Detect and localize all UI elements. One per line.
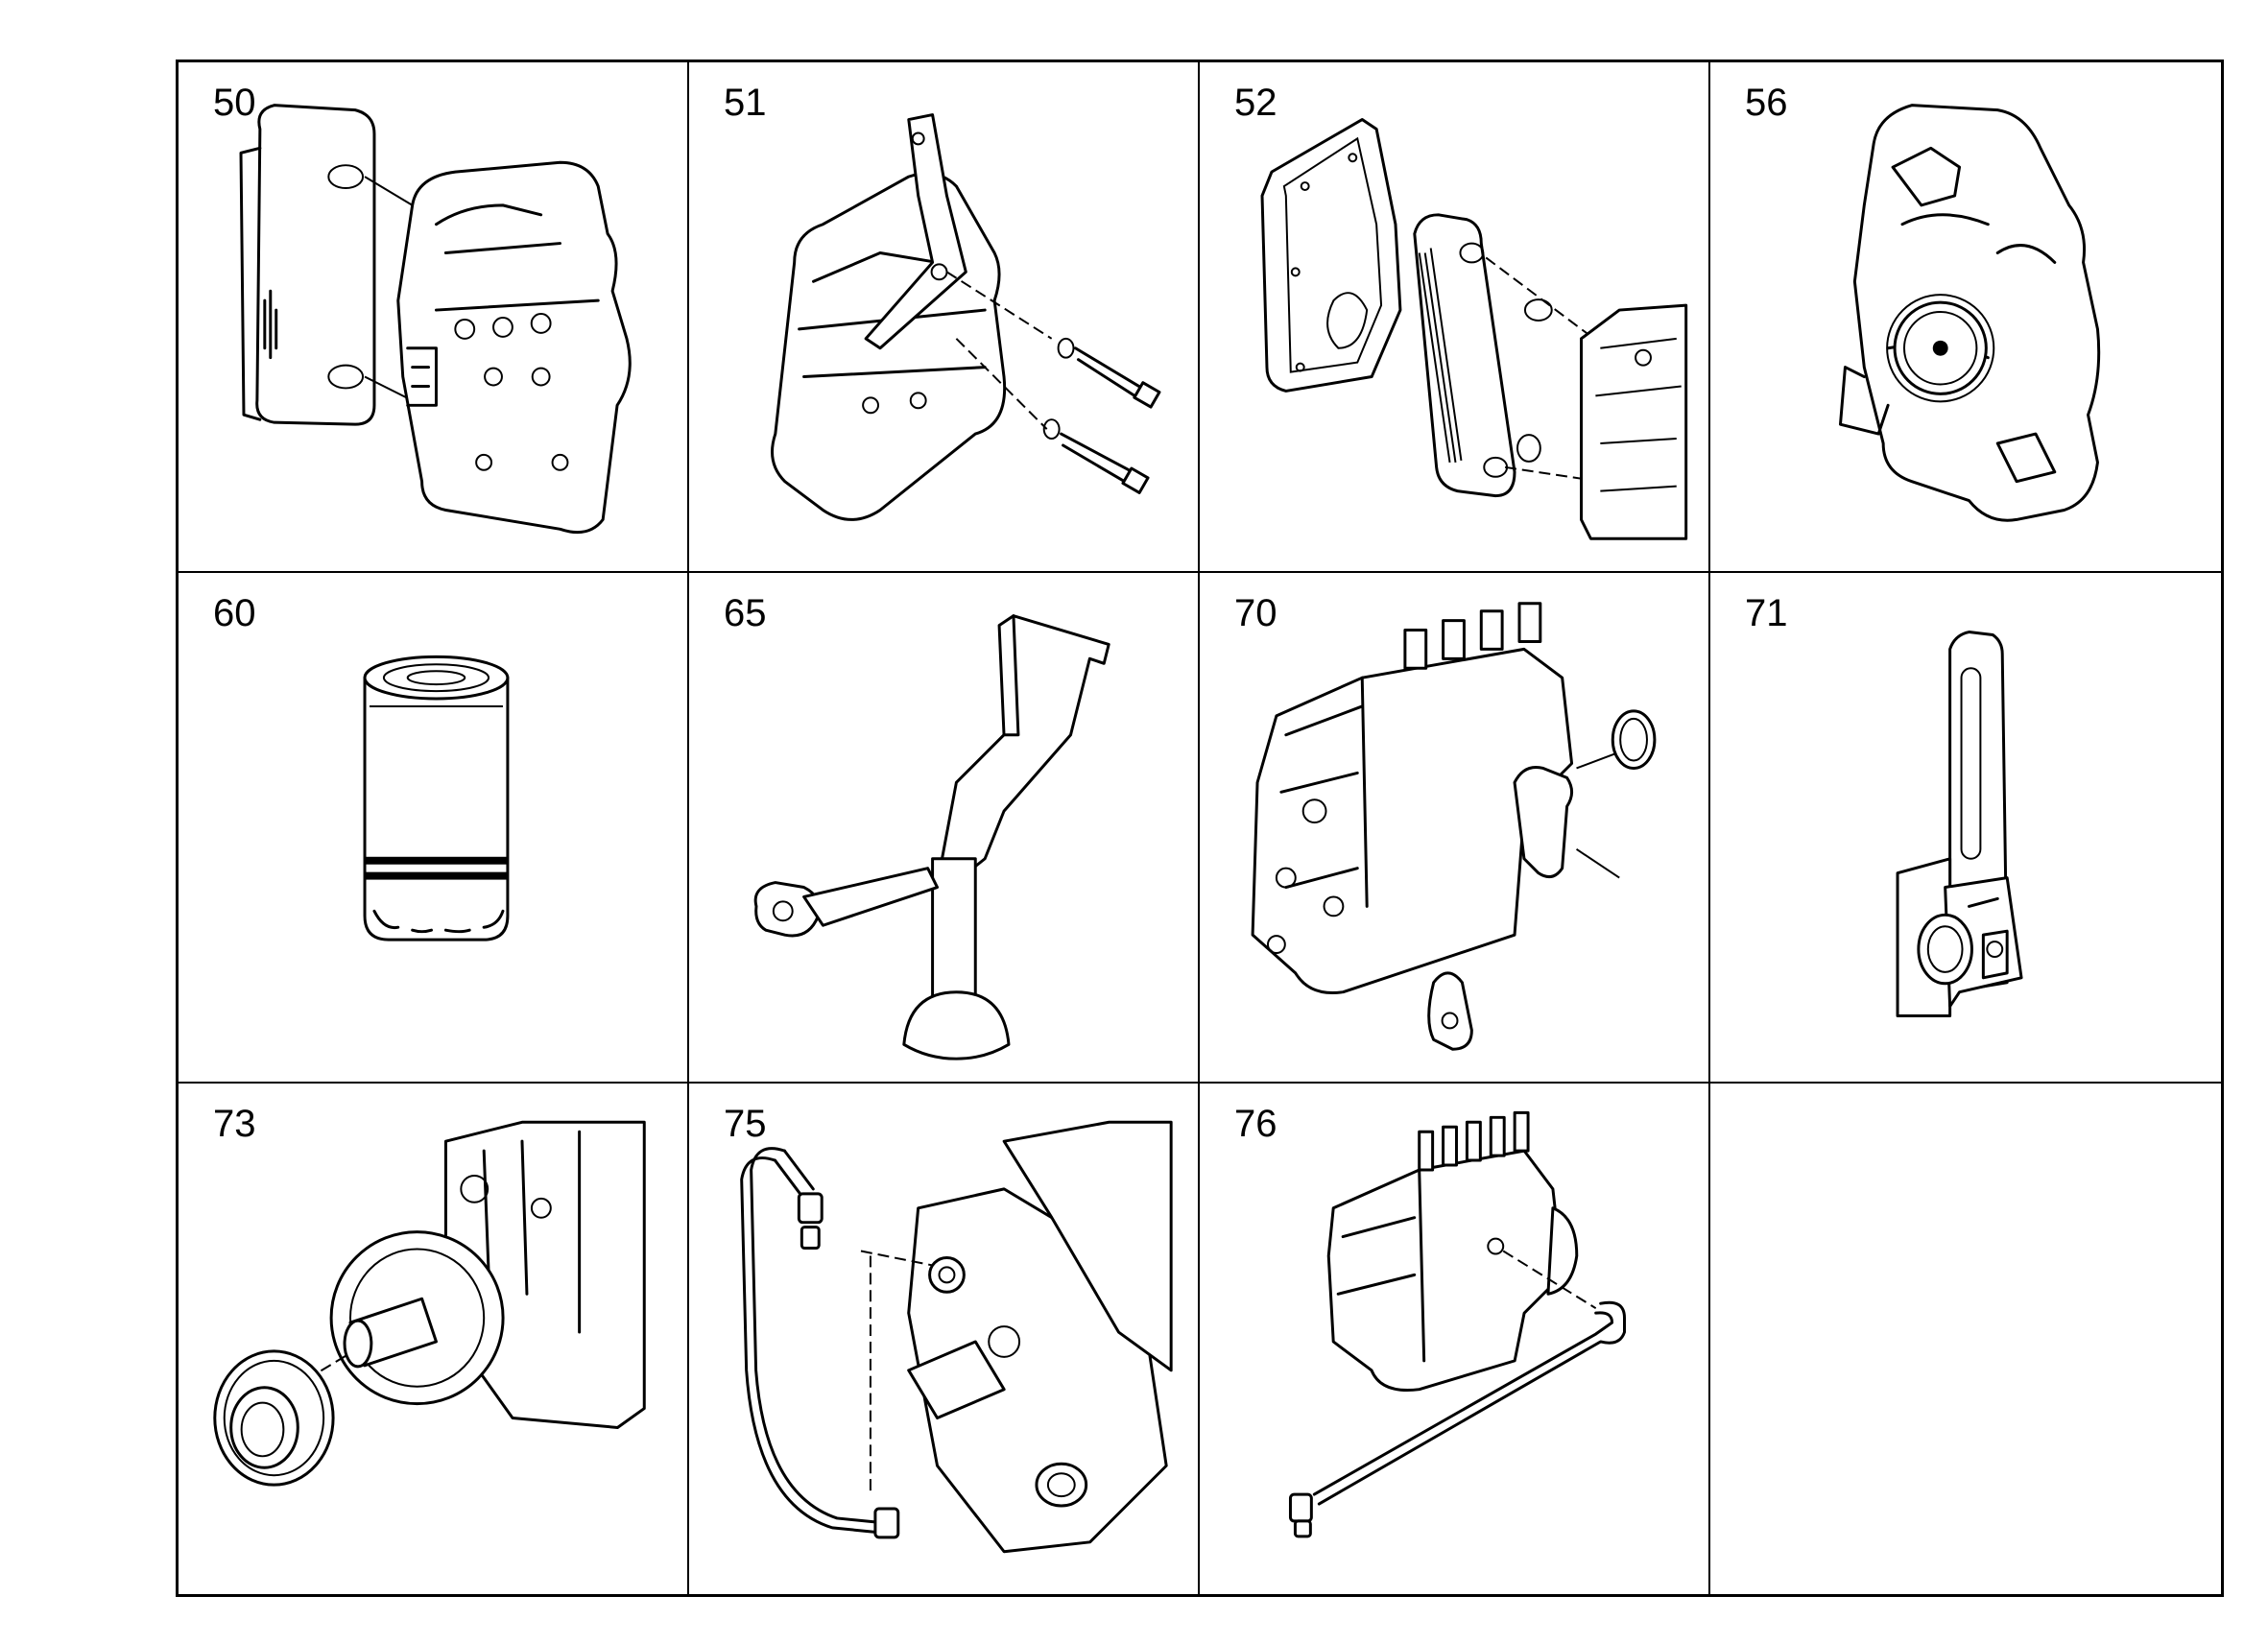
- oil-filter-drawing: [363, 655, 510, 941]
- part-cell-56[interactable]: 56: [1710, 62, 2221, 573]
- part-cell-70[interactable]: 70: [1200, 573, 1710, 1084]
- part-cell-52[interactable]: 52: [1200, 62, 1710, 573]
- part-number: 56: [1745, 82, 1788, 124]
- pump-drive-gear-drawing: [213, 1120, 646, 1487]
- part-cell-73[interactable]: 73: [179, 1084, 689, 1594]
- part-cell-71[interactable]: 71: [1710, 573, 2221, 1084]
- fuel-pipe-drawing: [740, 1120, 1173, 1554]
- empty-cell: [1710, 1084, 2221, 1594]
- oil-cooler-gasket-drawing: [1260, 118, 1688, 540]
- part-cell-75[interactable]: 75: [689, 1084, 1200, 1594]
- gear-teeth: [1886, 294, 1995, 403]
- part-number: 75: [724, 1103, 767, 1145]
- oil-pump-drawing: [1838, 104, 2101, 522]
- part-number: 76: [1234, 1103, 1277, 1145]
- injection-pump-drawing: [1251, 602, 1657, 1051]
- oil-cooler-housing-drawing: [239, 104, 632, 535]
- part-number: 51: [724, 82, 767, 124]
- part-cell-65[interactable]: 65: [689, 573, 1200, 1084]
- part-number: 50: [213, 82, 256, 124]
- parts-grid: 50 51: [176, 60, 2224, 1597]
- part-number: 60: [213, 592, 256, 634]
- part-cell-60[interactable]: 60: [179, 573, 689, 1084]
- part-number: 65: [724, 592, 767, 634]
- part-number: 71: [1745, 592, 1788, 634]
- part-number: 70: [1234, 592, 1277, 634]
- adjusting-link-drawing: [1896, 631, 2023, 1018]
- part-cell-51[interactable]: 51: [689, 62, 1200, 573]
- part-cell-50[interactable]: 50: [179, 62, 689, 573]
- bracket-and-bolts-drawing: [771, 113, 1161, 521]
- injection-pump-pipe-drawing: [1288, 1110, 1626, 1538]
- part-cell-76[interactable]: 76: [1200, 1084, 1710, 1594]
- oil-strainer-pipe-drawing: [753, 614, 1110, 1060]
- part-number: 52: [1234, 82, 1277, 124]
- part-number: 73: [213, 1103, 256, 1145]
